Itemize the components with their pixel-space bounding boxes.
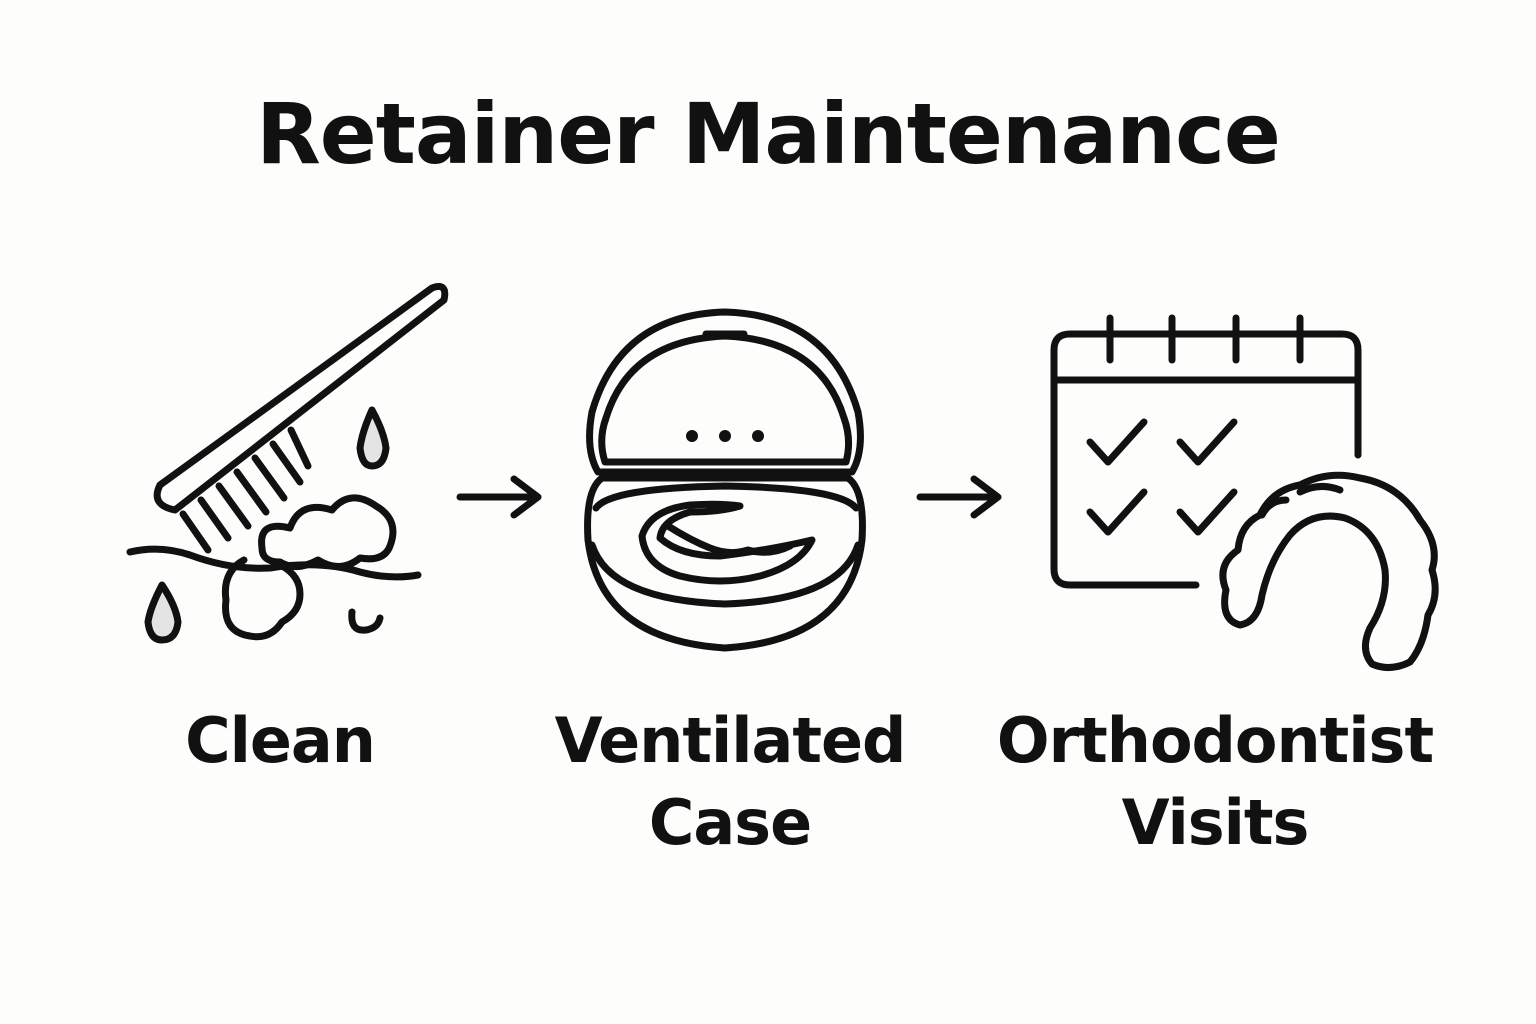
step-label-orthodontist-visits: Orthodontist Visits xyxy=(970,700,1460,864)
toothbrush-icon xyxy=(126,283,449,644)
step-label-clean: Clean xyxy=(130,700,430,782)
arrow-right-icon xyxy=(916,475,1002,519)
step-label-line: Visits xyxy=(1121,786,1310,859)
diagram-title: Retainer Maintenance xyxy=(256,85,1281,183)
step-label-line: Clean xyxy=(185,704,376,777)
calendar-retainer-icon xyxy=(1050,314,1439,671)
arrow-right-icon xyxy=(456,475,542,519)
step-label-line: Case xyxy=(648,786,812,859)
step-label-line: Ventilated xyxy=(554,704,907,777)
step-label-line: Orthodontist xyxy=(996,704,1434,777)
retainer-case-icon xyxy=(584,308,866,652)
step-label-ventilated-case: Ventilated Case xyxy=(520,700,940,864)
